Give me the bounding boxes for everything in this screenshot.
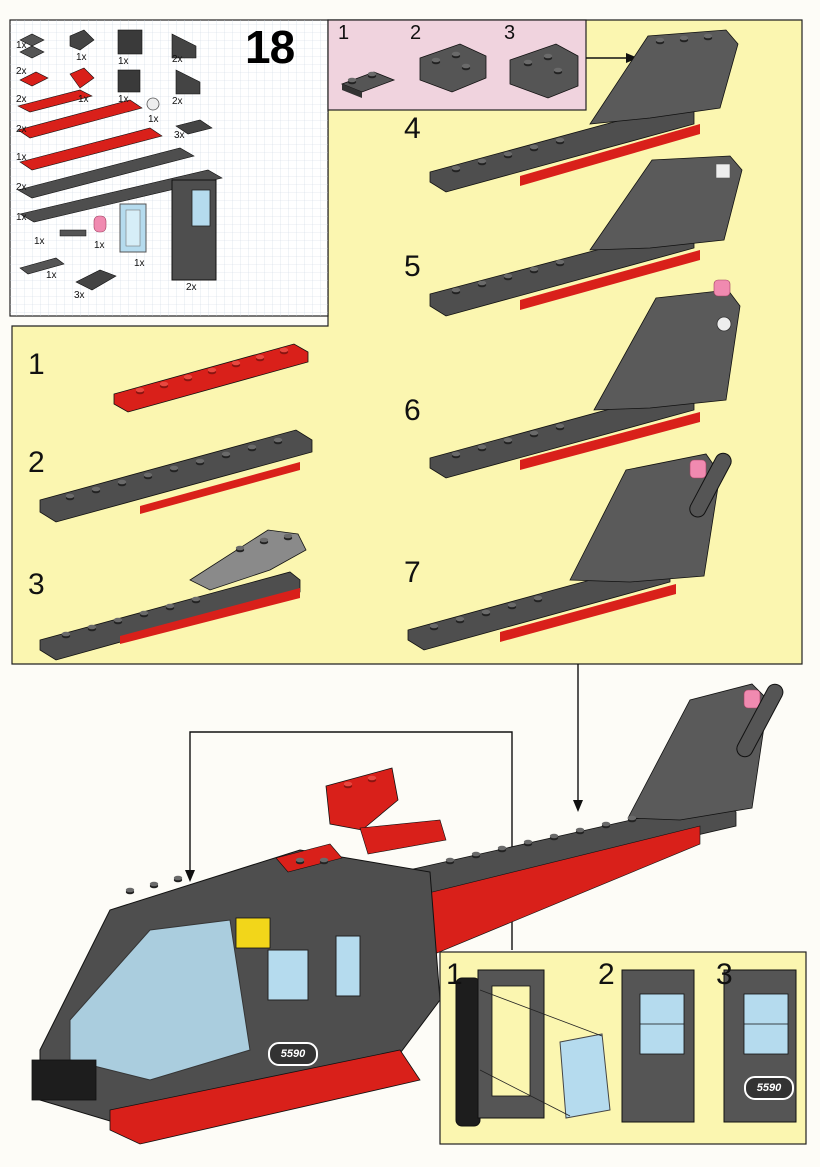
door-step-label: 2 <box>598 958 615 991</box>
tail-step-2 <box>39 429 313 523</box>
part-quantity: 3x <box>174 130 185 141</box>
part-quantity: 1x <box>148 114 159 125</box>
tail-step-5 <box>429 155 743 317</box>
helicopter-model <box>31 683 784 1145</box>
tail-step-label: 1 <box>28 348 45 381</box>
step-number: 18 <box>245 21 295 73</box>
tail-step-6 <box>429 279 741 479</box>
part-quantity: 1x <box>76 52 87 63</box>
tail-step-7 <box>407 452 732 651</box>
part-quantity: 1x <box>118 94 129 105</box>
part-quantity: 2x <box>16 94 27 105</box>
subassembly-step-label: 3 <box>504 22 516 44</box>
door-assembly-parts <box>455 969 797 1127</box>
model-number-badge: 5590 <box>268 1042 318 1066</box>
tail-step-label: 4 <box>404 112 421 145</box>
part-quantity: 1x <box>34 236 45 247</box>
subassembly-step-label: 1 <box>338 22 350 44</box>
part-quantity: 2x <box>186 282 197 293</box>
part-quantity: 1x <box>94 240 105 251</box>
yellow-build-panel <box>11 19 803 665</box>
door-step-label: 1 <box>446 958 463 991</box>
part-quantity: 1x <box>78 94 89 105</box>
part-quantity: 2x <box>16 124 27 135</box>
door-step-label: 3 <box>716 958 733 991</box>
tail-step-label: 6 <box>404 394 421 427</box>
parts-icons <box>17 29 223 291</box>
tail-step-3 <box>39 529 307 661</box>
part-quantity: 3x <box>74 290 85 301</box>
subassembly-step-label: 2 <box>410 22 422 44</box>
model-number-badge: 5590 <box>744 1076 794 1100</box>
subassembly-bricks <box>340 43 579 99</box>
tail-step-label: 7 <box>404 556 421 589</box>
tail-step-label: 5 <box>404 250 421 283</box>
part-quantity: 1x <box>16 152 27 163</box>
part-quantity: 1x <box>118 56 129 67</box>
part-quantity: 2x <box>16 182 27 193</box>
part-quantity: 1x <box>16 40 27 51</box>
part-quantity: 2x <box>16 66 27 77</box>
tail-step-label: 3 <box>28 568 45 601</box>
tail-step-label: 2 <box>28 446 45 479</box>
part-quantity: 2x <box>172 54 183 65</box>
part-quantity: 1x <box>16 212 27 223</box>
part-quantity: 1x <box>46 270 57 281</box>
part-quantity: 1x <box>134 258 145 269</box>
part-quantity: 2x <box>172 96 183 107</box>
tail-step-4 <box>429 29 739 193</box>
tail-step-1 <box>113 343 309 413</box>
